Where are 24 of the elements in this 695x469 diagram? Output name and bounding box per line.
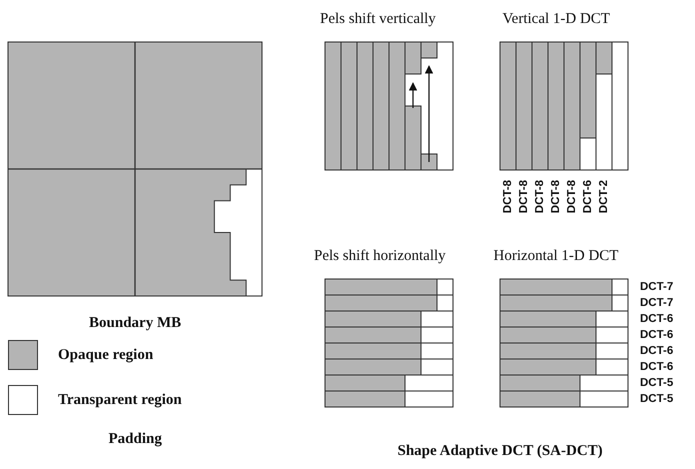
panel-title: Horizontal 1-D DCT — [494, 247, 618, 265]
caption: Padding — [108, 430, 162, 448]
transform-label: DCT-8 — [565, 180, 579, 214]
transform-label: DCT-5 — [640, 392, 674, 406]
caption: Shape Adaptive DCT (SA-DCT) — [398, 442, 603, 460]
transform-label: DCT-6 — [640, 328, 674, 342]
panel-title: Pels shift horizontally — [314, 247, 446, 265]
legend-label: Transparent region — [58, 391, 182, 409]
transform-label: DCT-7 — [640, 296, 674, 310]
transform-label: DCT-2 — [597, 180, 611, 214]
transform-label: DCT-7 — [640, 280, 674, 294]
caption: Boundary MB — [89, 314, 182, 332]
transform-label: DCT-6 — [640, 360, 674, 374]
panel-title: Vertical 1-D DCT — [502, 10, 610, 28]
panel-title: Pels shift vertically — [320, 10, 436, 28]
transform-label: DCT-8 — [533, 180, 547, 214]
transform-label: DCT-6 — [581, 180, 595, 214]
transform-label: DCT-8 — [501, 180, 515, 214]
legend-label: Opaque region — [58, 346, 154, 364]
transform-label: DCT-6 — [640, 344, 674, 358]
transform-label: DCT-6 — [640, 312, 674, 326]
transform-label: DCT-5 — [640, 376, 674, 390]
transform-label: DCT-8 — [549, 180, 563, 214]
transform-label: DCT-8 — [517, 180, 531, 214]
